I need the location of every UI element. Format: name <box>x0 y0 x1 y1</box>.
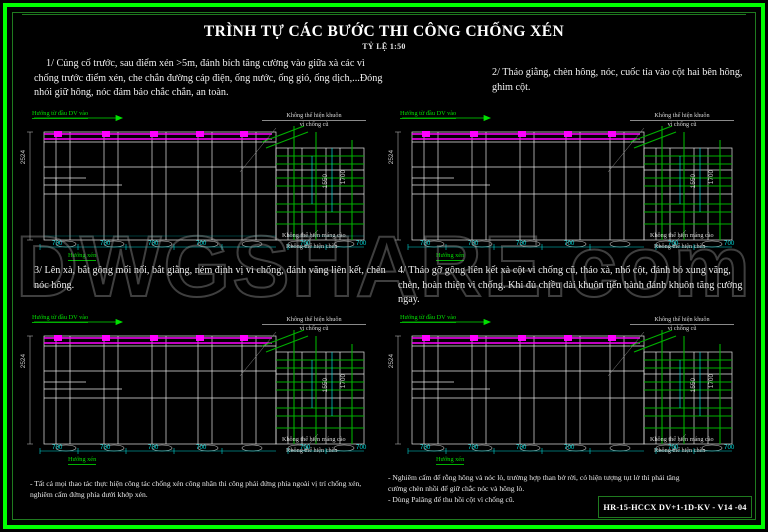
span-dim-3-4: 700 <box>300 444 311 451</box>
title-divider <box>22 14 746 15</box>
span-dim-2-2: 700 <box>516 240 527 247</box>
span-dim-3-5: 700 <box>356 444 367 451</box>
right-dim-a-4: 1550 <box>690 378 697 393</box>
height-dim-2: 2524 <box>388 150 395 165</box>
direction-label-4: Hướng từ đầu DV vào <box>400 314 457 323</box>
direction-label-3: Hướng từ đầu DV vào <box>32 314 89 323</box>
frame-note-line2: vì chống cũ <box>299 121 329 128</box>
right-dim-a-2: 1550 <box>690 174 697 189</box>
span-dim-4-2: 700 <box>516 444 527 451</box>
step-2-text: 2/ Tháo giằng, chèn hông, nóc, cuốc tỉa … <box>492 67 743 93</box>
span-dim-4-3: 700 <box>564 444 575 451</box>
frame-note-2-line2: vì chống cũ <box>667 121 697 128</box>
span-dim-1-1: 700 <box>100 240 111 247</box>
height-dim-1: 2524 <box>20 150 27 165</box>
span-dim-2-0: 700 <box>420 240 431 247</box>
sheet-inner-border <box>12 12 756 520</box>
safety-note-right-2: - Dùng Palăng để thu hồi cột vì chống cũ… <box>388 495 515 504</box>
span-dim-1-0: 700 <box>52 240 63 247</box>
direction-label-2: Hướng từ đầu DV vào <box>400 110 457 119</box>
fill-note-3: Không thể hiện chèn <box>286 447 338 454</box>
safety-note-right-1: - Nghiêm cấm để rỗng hông và nóc lò, trư… <box>388 473 680 493</box>
span-dim-4-0: 700 <box>420 444 431 451</box>
cut-direction-label-1: Hướng xén <box>68 252 97 261</box>
right-dim-a-1: 1550 <box>322 174 329 189</box>
safety-note-left: - Tất cả mọi thao tác thực hiện công tác… <box>30 479 362 499</box>
cad-geometry-3 <box>27 318 365 454</box>
safety-note-right: - Nghiêm cấm để rỗng hông và nóc lò, trư… <box>388 472 688 505</box>
cad-geometry-4 <box>395 318 733 454</box>
scale-label: TỶ LỆ 1:50 <box>362 42 406 51</box>
span-dim-2-3: 700 <box>564 240 575 247</box>
span-dim-3-3: 700 <box>196 444 207 451</box>
fill-note-2: Không thể hiện chèn <box>654 243 706 250</box>
page-title: TRÌNH TỰ CÁC BƯỚC THI CÔNG CHỐNG XÉN <box>203 23 565 40</box>
step-3-text: 3/ Lên xà, bắt gông mối nối, bắt giằng, … <box>34 265 386 291</box>
frame-note-4-line2: vì chống cũ <box>667 325 697 332</box>
span-dim-1-4: 700 <box>300 240 311 247</box>
span-dim-3-2: 700 <box>148 444 159 451</box>
right-dim-b-3: 1700 <box>340 374 347 389</box>
frame-note-4-line1: Không thể hiện khuôn <box>630 316 734 325</box>
span-dim-1-2: 700 <box>148 240 159 247</box>
span-dim-2-5: 700 <box>724 240 735 247</box>
sheet-outer-border <box>3 3 765 529</box>
frame-note-3: Không thể hiện khuôn vì chống cũ <box>262 316 366 332</box>
fill-note-4: Không thể hiện chèn <box>654 447 706 454</box>
span-dim-3-1: 700 <box>100 444 111 451</box>
height-dim-3: 2524 <box>20 354 27 369</box>
drawing-1: Hướng từ đầu DV vào Không thể hiện khuôn… <box>20 110 386 262</box>
span-dim-3-0: 700 <box>52 444 63 451</box>
trough-note-3: Không thể hiện máng cào <box>282 436 346 443</box>
fill-note-1: Không thể hiện chèn <box>286 243 338 250</box>
span-dim-1-3: 700 <box>196 240 207 247</box>
title-block-code: HR-15-HCCX DV+1-1D-KV - V14 -04 <box>598 496 752 518</box>
cut-direction-label-2: Hướng xén <box>436 252 465 261</box>
frame-note-1: Không thể hiện khuôn vì chống cũ <box>262 112 366 128</box>
right-dim-b-2: 1700 <box>708 170 715 185</box>
span-dim-4-4: 700 <box>668 444 679 451</box>
right-dim-a-3: 1550 <box>322 378 329 393</box>
cad-geometry-1 <box>27 114 365 250</box>
span-dim-1-5: 700 <box>356 240 367 247</box>
trough-note-1: Không thể hiện máng cào <box>282 232 346 239</box>
frame-note-2-line1: Không thể hiện khuôn <box>630 112 734 121</box>
height-dim-4: 2524 <box>388 354 395 369</box>
frame-note-2: Không thể hiện khuôn vì chống cũ <box>630 112 734 128</box>
drawing-4: Hướng từ đầu DV vào Không thể hiện khuôn… <box>388 314 754 466</box>
step-1-text: 1/ Củng cố trước, sau điểm xén >5m, đánh… <box>34 58 383 99</box>
frame-note-line1: Không thể hiện khuôn <box>262 112 366 121</box>
trough-note-4: Không thể hiện máng cào <box>650 436 714 443</box>
trough-note-2: Không thể hiện máng cào <box>650 232 714 239</box>
frame-note-4: Không thể hiện khuôn vì chống cũ <box>630 316 734 332</box>
cut-direction-label-4: Hướng xén <box>436 456 465 465</box>
span-dim-2-4: 700 <box>668 240 679 247</box>
right-dim-b-4: 1700 <box>708 374 715 389</box>
frame-note-3-line2: vì chống cũ <box>299 325 329 332</box>
direction-label-1: Hướng từ đầu DV vào <box>32 110 89 119</box>
span-dim-4-1: 700 <box>468 444 479 451</box>
step-4-text: 4/ Tháo gỡ gông liên kết xà cột vì chống… <box>398 265 743 306</box>
drawing-2: Hướng từ đầu DV vào Không thể hiện khuôn… <box>388 110 754 262</box>
cut-direction-label-3: Hướng xén <box>68 456 97 465</box>
span-dim-4-5: 700 <box>724 444 735 451</box>
span-dim-2-1: 700 <box>468 240 479 247</box>
right-dim-b-1: 1700 <box>340 170 347 185</box>
frame-note-3-line1: Không thể hiện khuôn <box>262 316 366 325</box>
drawing-3: Hướng từ đầu DV vào Không thể hiện khuôn… <box>20 314 386 466</box>
